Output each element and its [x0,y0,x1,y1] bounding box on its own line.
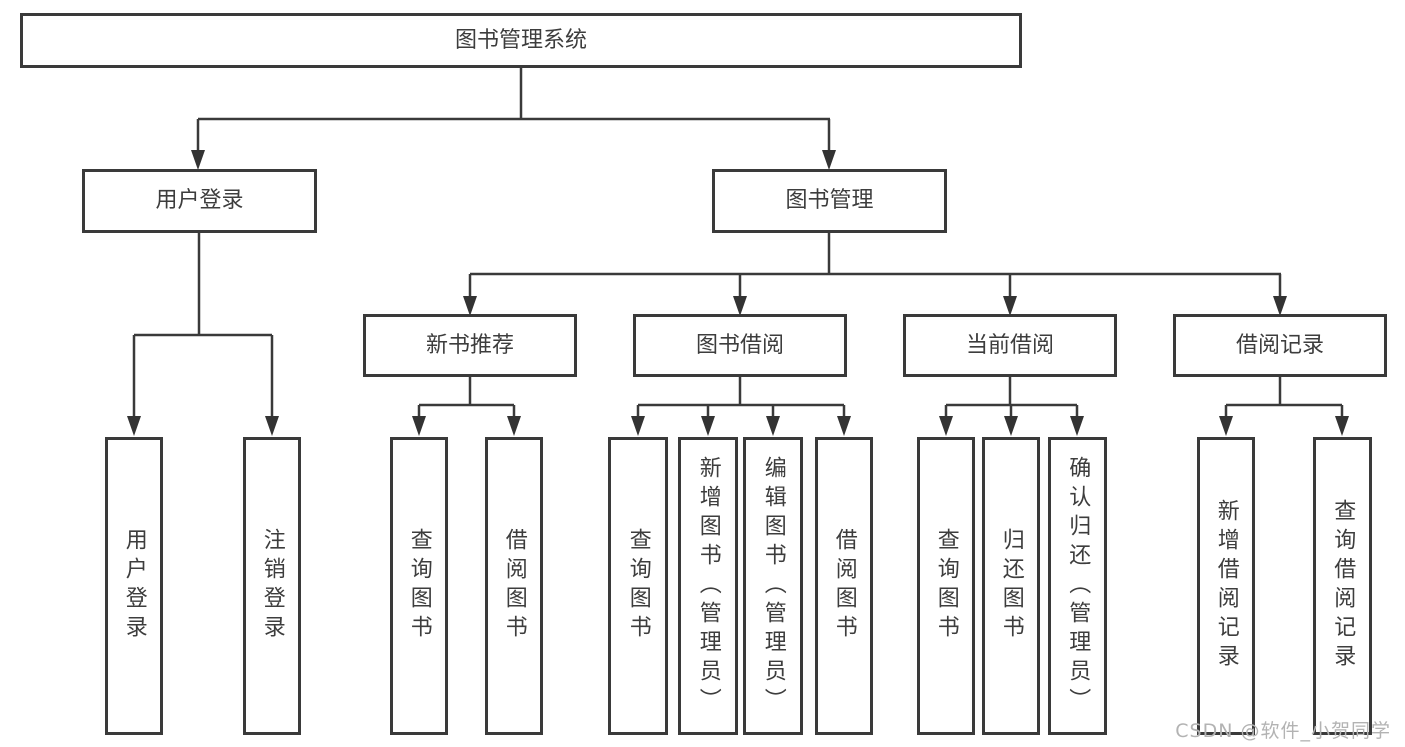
leaf-query-borrow-record: 查询借阅记录 [1313,437,1372,735]
csdn-watermark: CSDN @软件_小贺同学 [1175,720,1391,742]
leaf-edit-book-admin: 编辑图书（管理员） [743,437,803,735]
leaf-query-books-current: 查询图书 [917,437,975,735]
leaf-logout: 注销登录 [243,437,301,735]
leaf-add-borrow-record: 新增借阅记录 [1197,437,1255,735]
leaf-query-books-borrow: 查询图书 [608,437,668,735]
leaf-return-book: 归还图书 [982,437,1040,735]
node-current-borrowing: 当前借阅 [903,314,1117,377]
leaf-user-login: 用户登录 [105,437,163,735]
node-book-borrowing: 图书借阅 [633,314,847,377]
leaf-borrow-books: 借阅图书 [815,437,873,735]
leaf-confirm-return-admin: 确认归还（管理员） [1048,437,1107,735]
node-borrowing-records: 借阅记录 [1173,314,1387,377]
leaf-query-books-recommend: 查询图书 [390,437,448,735]
leaf-borrow-books-recommend: 借阅图书 [485,437,543,735]
node-new-book-recommend: 新书推荐 [363,314,577,377]
leaf-add-book-admin: 新增图书（管理员） [678,437,738,735]
node-book-management: 图书管理 [712,169,947,233]
node-user-login: 用户登录 [82,169,317,233]
node-root-system: 图书管理系统 [20,13,1022,68]
